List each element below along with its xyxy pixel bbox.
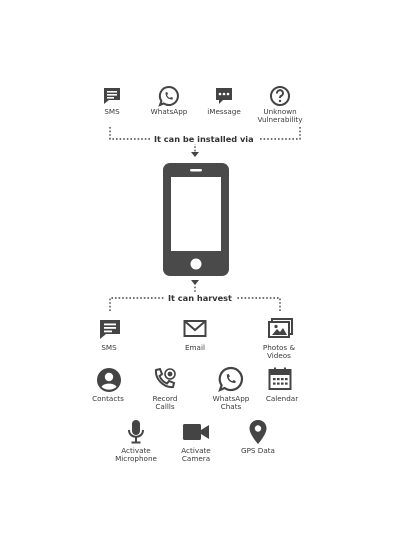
camera-icon xyxy=(183,424,209,440)
harvest-item-label: Email xyxy=(185,343,205,352)
smartphone-icon xyxy=(163,163,229,276)
microphone-icon xyxy=(128,420,144,444)
sms-icon xyxy=(100,320,120,339)
harvest-header: It can harvest xyxy=(164,293,236,303)
harvest-item-label: Photos & Videos xyxy=(262,343,296,361)
imessage-icon xyxy=(216,88,232,104)
harvest-item-label: Activate Microphone xyxy=(115,446,157,464)
harvest-item-label: Activate Camera xyxy=(181,446,211,464)
phone-record-icon xyxy=(154,367,176,389)
sms-icon xyxy=(104,88,120,104)
install-item-label: WhatsApp xyxy=(150,107,188,116)
install-item-label: Unknown Vulnerability xyxy=(257,107,303,125)
location-pin-icon xyxy=(249,420,267,444)
install-header: It can be installed via xyxy=(150,134,258,144)
harvest-item-label: Record Callls xyxy=(152,394,178,412)
install-item-label: SMS xyxy=(104,107,120,116)
whatsapp-icon xyxy=(218,366,243,392)
arrow-down-icon xyxy=(191,280,199,285)
harvest-item-label: WhatsApp Chats xyxy=(212,394,250,412)
question-icon xyxy=(270,86,290,106)
email-icon xyxy=(183,320,207,337)
harvest-item-label: Contacts xyxy=(92,394,124,403)
photos-icon xyxy=(268,318,293,338)
contacts-icon xyxy=(97,368,121,392)
calendar-icon xyxy=(268,367,292,390)
harvest-item-label: SMS xyxy=(101,343,117,352)
install-item-label: iMessage xyxy=(207,107,241,116)
whatsapp-icon xyxy=(158,85,179,107)
harvest-item-label: Calendar xyxy=(265,394,299,403)
arrow-down-icon xyxy=(191,152,199,157)
harvest-item-label: GPS Data xyxy=(241,446,275,455)
